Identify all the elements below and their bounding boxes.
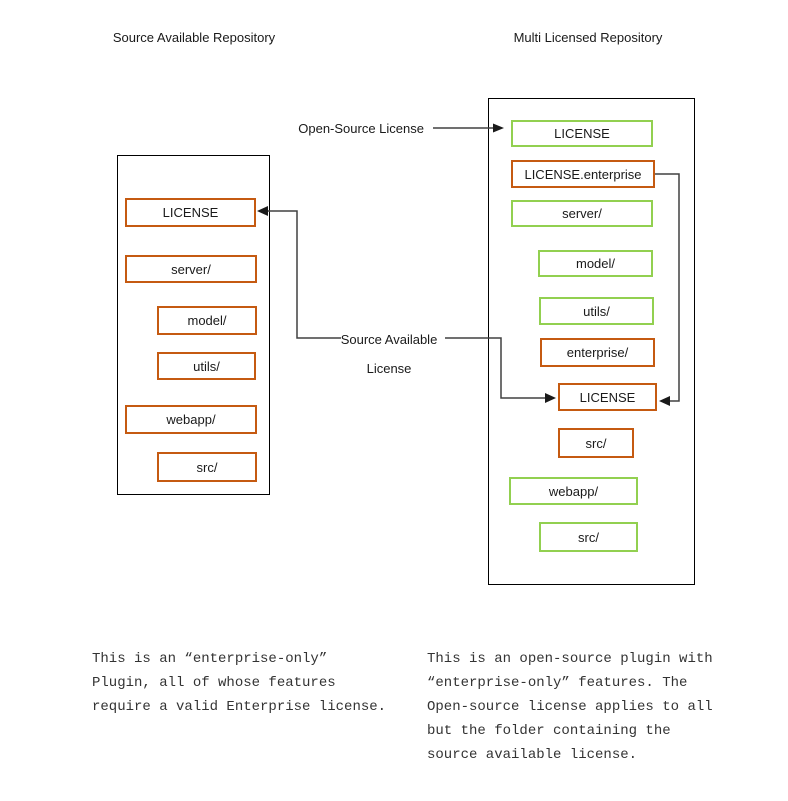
right-repo-title: Multi Licensed Repository — [513, 30, 663, 45]
note-line: but the folder containing the — [427, 723, 671, 739]
note-line: require a valid Enterprise license. — [92, 699, 387, 715]
note-line: source available license. — [427, 747, 638, 763]
note-line: “enterprise-only” features. The — [427, 675, 688, 691]
repo-item-server: server/ — [125, 255, 257, 283]
note-line: Plugin, all of whose features — [92, 675, 336, 691]
repo-item-license.enterprise: LICENSE.enterprise — [511, 160, 655, 188]
repo-item-src: src/ — [558, 428, 634, 458]
repo-item-enterprise: enterprise/ — [540, 338, 655, 367]
repo-item-model: model/ — [157, 306, 257, 335]
right-repo-note: This is an open-source plugin with “enter… — [427, 647, 713, 767]
source-available-line-left — [268, 210, 341, 339]
repo-item-license: LICENSE — [511, 120, 653, 147]
source-available-label-line2: License — [366, 361, 412, 376]
repo-item-utils: utils/ — [539, 297, 654, 325]
repo-item-model: model/ — [538, 250, 653, 277]
repo-item-server: server/ — [511, 200, 653, 227]
repo-item-license: LICENSE — [558, 383, 657, 411]
repo-item-webapp: webapp/ — [509, 477, 638, 505]
open-source-license-label: Open-Source License — [298, 121, 424, 136]
left-repo-title: Source Available Repository — [112, 30, 276, 45]
source-available-license-label: Source Available License — [289, 325, 489, 383]
note-line: This is an open-source plugin with — [427, 651, 713, 667]
repo-item-src: src/ — [157, 452, 257, 482]
repo-item-utils: utils/ — [157, 352, 256, 380]
repo-item-src: src/ — [539, 522, 638, 552]
left-repo-note: This is an “enterprise-only” Plugin, all … — [92, 647, 386, 719]
note-line: Open-source license applies to all — [427, 699, 713, 715]
repo-item-webapp: webapp/ — [125, 405, 257, 434]
repo-item-license: LICENSE — [125, 198, 256, 227]
source-available-label-line1: Source Available — [340, 332, 438, 347]
note-line: This is an “enterprise-only” — [92, 651, 328, 667]
